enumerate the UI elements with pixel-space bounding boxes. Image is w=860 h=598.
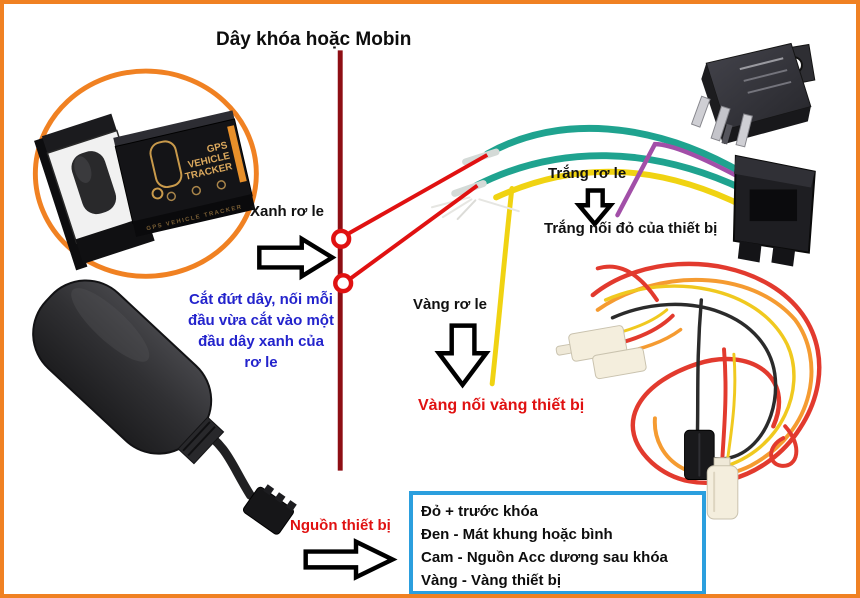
diagram-title: Dây khóa hoặc Mobin <box>216 29 412 50</box>
label-xanh-ro-le: Xanh rơ le <box>250 203 325 220</box>
cut-instruction-line-3: đầu dây xanh của <box>198 333 324 350</box>
harness-connector-black <box>684 429 715 481</box>
relay-pins <box>690 95 753 148</box>
label-vang-noi-vang: Vàng nối vàng thiết bị <box>418 397 585 414</box>
tracker-connector <box>242 484 297 535</box>
arrows <box>257 188 616 581</box>
retail-box: GPS VEHICLE TRACKER GPS VEHICLE TRACKER <box>113 110 256 237</box>
harness-connector-white-left <box>555 325 647 380</box>
purple-wire <box>615 141 746 218</box>
harness-connector-white-bottom <box>706 457 739 520</box>
label-trang-noi-do: Trắng nối đỏ của thiết bị <box>544 220 718 237</box>
legend-line-yellow: Vàng - Vàng thiết bị <box>421 572 562 589</box>
legend-line-red: Đỏ + trước khóa <box>421 503 538 520</box>
cut-instruction-line-1: Cắt đứt dây, nối mỗi <box>189 291 333 308</box>
arrow-down-vang <box>434 323 491 389</box>
product-photo-circle: GPS VEHICLE TRACKER GPS VEHICLE TRACKER <box>32 68 259 279</box>
relay-socket-photo <box>732 154 816 267</box>
cut-instruction-text: Cắt đứt dây, nối mỗi đầu vừa cắt vào một… <box>162 289 360 373</box>
label-trang-ro-le: Trắng rơ le <box>548 165 627 182</box>
splice-line-2 <box>346 183 479 282</box>
arrow-right-nguon <box>303 538 398 581</box>
relay-photo <box>690 42 816 148</box>
legend-line-black: Đen - Mát khung hoặc bình <box>421 526 613 543</box>
box-orange-strip <box>227 125 247 183</box>
stripped-end-2 <box>451 180 487 197</box>
box-device-outline <box>149 140 183 189</box>
arrow-right-xanh <box>257 234 337 281</box>
cut-point-1 <box>331 228 352 249</box>
relay-wires <box>430 124 749 387</box>
cut-point-annotation <box>331 153 489 294</box>
wire-legend-box: Đỏ + trước khóa Đen - Mát khung hoặc bìn… <box>409 491 706 594</box>
yellow-wire-top <box>493 168 749 211</box>
label-nguon-thiet-bi: Nguồn thiết bị <box>290 517 391 534</box>
legend-line-orange: Cam - Nguồn Acc dương sau khóa <box>421 549 668 566</box>
yellow-wire-drop <box>489 186 515 387</box>
arrow-down-trang <box>574 188 616 228</box>
harness-photo <box>555 261 822 520</box>
cut-point-2 <box>333 273 354 294</box>
label-vang-ro-le: Vàng rơ le <box>413 296 488 313</box>
green-wire-2 <box>472 152 748 193</box>
splice-line-1 <box>345 153 489 237</box>
box-text-gps: GPS <box>206 140 229 155</box>
diagram-artwork: GPS VEHICLE TRACKER GPS VEHICLE TRACKER <box>32 42 822 581</box>
cut-instruction-line-2: đầu vừa cắt vào một <box>188 312 334 329</box>
tracker-photo <box>32 279 297 535</box>
green-wire-1 <box>483 124 748 178</box>
cut-instruction-line-4: rơ le <box>244 354 278 371</box>
